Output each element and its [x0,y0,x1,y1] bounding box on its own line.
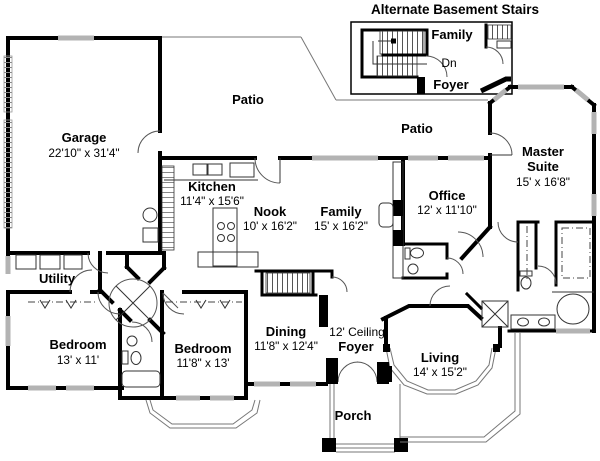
inset-alternate-basement-stairs [350,21,513,95]
room-dims-kitchen: 11'4" x 15'6" [180,194,244,208]
inset-stair-walls [360,28,429,79]
room-label-porch: Porch [335,408,372,423]
bath-sink [126,335,138,347]
bedroom-bay-window [145,399,261,429]
deck-outline [400,332,521,443]
half-bath-sink [407,263,419,275]
room-dims-nook: 10' x 16'2" [243,219,297,233]
room-dims-living: 14' x 15'2" [413,365,467,379]
kitchen-lower-counter [197,251,259,268]
inset-wall-post [417,77,425,94]
kitchen-sink [192,163,208,176]
kitchen-oven [229,162,255,178]
windows [5,35,597,401]
room-dims-bedroom-mid: 11'8" x 13' [176,356,229,370]
inset-bath-door-arc [485,46,504,65]
room-dims-office: 12' x 11'10" [417,203,477,217]
room-label-utility: Utility [39,271,76,286]
room-label-garage: Garage [62,130,107,145]
garage-doors [3,55,13,229]
inset-stair-flight-lower [376,55,418,77]
room-label-patio-left: Patio [232,92,264,107]
room-label-master-line1: Master [522,144,564,159]
room-dims-bedroom-left: 13' x 11' [57,353,99,367]
main-stairs [265,272,311,294]
corner-shower [481,300,509,328]
master-tub [556,293,590,325]
inset-stair-flight-upper [379,30,425,55]
inset-family-label: Family [431,27,473,42]
room-label-kitchen: Kitchen [188,179,236,194]
room-dims-master: 15' x 16'8" [516,175,570,189]
dryer [39,254,61,270]
inset-closet-shelf [487,24,512,40]
inset-title: Alternate Basement Stairs [371,2,539,17]
porch-post [394,438,408,452]
walk-in-closet-shelf [561,227,591,279]
room-dims-garage: 22'10" x 31'4" [48,146,119,160]
inset-dn-label: Dn [441,56,456,70]
washer [15,254,37,270]
bathtub [121,370,161,388]
wall-posts [326,358,392,384]
furnace [142,227,159,243]
toilet [130,351,142,365]
entry-post [326,358,338,384]
fixtures [15,161,594,388]
thin-structures [145,332,521,453]
pantry-shelves [161,165,175,251]
half-bath-toilet [410,247,424,259]
room-label-patio-right: Patio [401,121,433,136]
water-heater [142,207,158,223]
room-label-master-line2: Suite [527,159,559,174]
fireplace-niche [378,202,394,228]
foyer-ceiling-note: 12' Ceiling [329,325,385,339]
living-bay-window [385,347,497,395]
room-label-dining: Dining [266,324,306,339]
patio-outline [162,36,488,101]
room-label-nook: Nook [254,204,287,219]
room-label-living: Living [421,350,459,365]
room-dims-dining: 11'8" x 12'4" [254,339,318,353]
foyer-wall-post [319,295,328,327]
range-burner [217,222,225,230]
room-label-bedroom-left: Bedroom [49,337,106,352]
kitchen-island [212,207,238,267]
room-label-family: Family [320,204,362,219]
inset-foyer-label: Foyer [433,77,468,92]
inset-door-arc [425,55,448,78]
room-label-foyer: Foyer [338,339,373,354]
room-dims-family: 15' x 16'2" [314,219,368,233]
inset-diagonal-wall [479,76,511,94]
labels: Alternate Basement Stairs Family Dn Foye… [39,2,570,423]
door-arcs [69,130,557,383]
room-label-office: Office [429,188,466,203]
master-toilet [520,276,532,290]
master-vanity [510,314,556,330]
room-label-bedroom-mid: Bedroom [174,341,231,356]
porch-post [322,438,336,452]
